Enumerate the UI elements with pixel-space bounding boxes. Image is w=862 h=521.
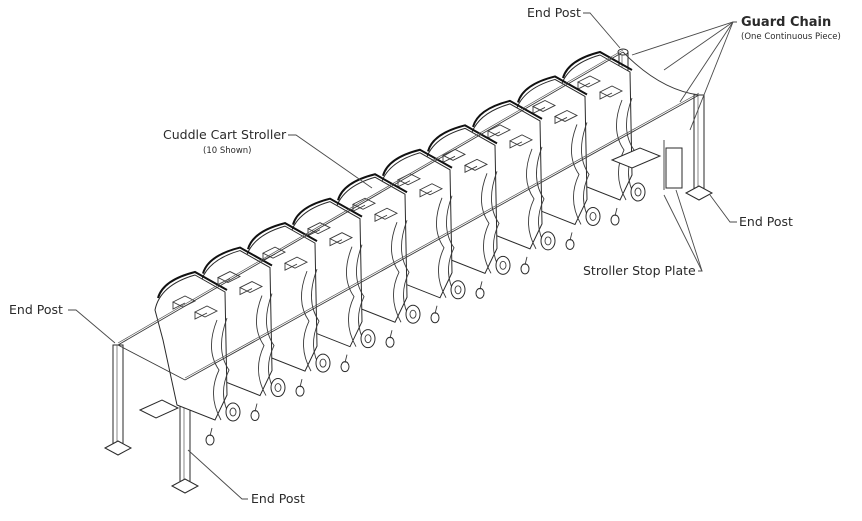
label-cuddle-cart-note: (10 Shown) <box>203 146 251 156</box>
label-guard-chain-note: (One Continuous Piece) <box>741 32 841 42</box>
guard-chain <box>117 49 700 381</box>
end-post-left <box>103 344 133 456</box>
stroller-group <box>154 50 646 446</box>
label-end-post-right: End Post <box>739 214 793 229</box>
label-end-post-top: End Post <box>527 5 581 20</box>
label-stroller-stop-plate: Stroller Stop Plate <box>583 263 696 278</box>
stroller-stop-plate <box>138 140 683 419</box>
leader-lines <box>68 12 737 500</box>
label-cuddle-cart-stroller: Cuddle Cart Stroller <box>163 127 287 142</box>
end-post-right <box>684 94 714 201</box>
label-end-post-bottom: End Post <box>251 491 305 506</box>
label-end-post-left: End Post <box>9 302 63 317</box>
label-guard-chain: Guard Chain <box>741 15 831 30</box>
